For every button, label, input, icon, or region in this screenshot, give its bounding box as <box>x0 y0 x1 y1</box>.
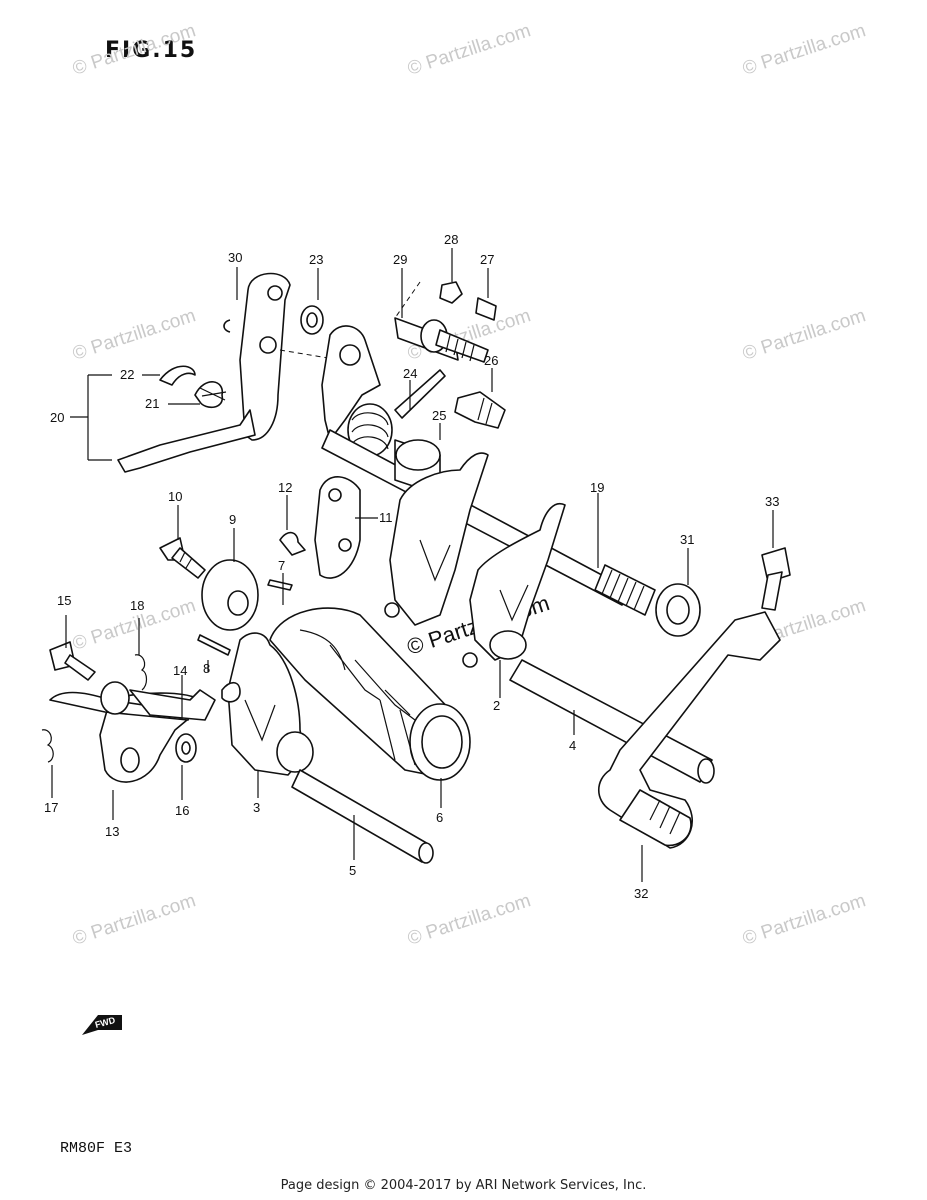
gearshift-cam-6 <box>269 607 471 781</box>
callout-17: 17 <box>44 800 58 815</box>
callout-3: 3 <box>253 800 260 815</box>
cam-driven-gear-9 <box>197 559 293 656</box>
callout-28: 28 <box>444 232 458 247</box>
watermark: © Partzilla.com <box>740 305 868 365</box>
callout-4: 4 <box>569 738 576 753</box>
bolt-26 <box>454 391 506 429</box>
callout-10: 10 <box>168 489 182 504</box>
washer-23 <box>300 305 324 335</box>
callout-16: 16 <box>175 803 189 818</box>
gearshift-arm-assembly <box>41 641 216 783</box>
oil-seal-31 <box>655 583 701 637</box>
callout-25: 25 <box>432 408 446 423</box>
callout-5: 5 <box>349 863 356 878</box>
cam-stopper-assembly <box>321 325 446 457</box>
watermark: © Partzilla.com <box>405 890 533 950</box>
callout-23: 23 <box>309 252 323 267</box>
shift-fork-1 <box>384 452 489 626</box>
callout-14: 14 <box>173 663 187 678</box>
callout-9: 9 <box>229 512 236 527</box>
shift-fork-3 <box>221 632 314 776</box>
leader-lines <box>51 248 774 882</box>
callout-30: 30 <box>228 250 242 265</box>
callout-22: 22 <box>120 367 134 382</box>
callout-26: 26 <box>484 353 498 368</box>
callout-32: 32 <box>634 886 648 901</box>
shift-fork-shaft-5 <box>291 769 434 864</box>
screw-12 <box>279 531 306 556</box>
callout-27: 27 <box>480 252 494 267</box>
callout-7: 7 <box>278 558 285 573</box>
callout-11: 11 <box>379 510 393 525</box>
callout-33: 33 <box>765 494 779 509</box>
callout-21: 21 <box>145 396 159 411</box>
callout-24: 24 <box>403 366 417 381</box>
callout-29: 29 <box>393 252 407 267</box>
shift-fork-2 <box>462 503 566 668</box>
screw-10 <box>159 537 206 579</box>
callout-18: 18 <box>130 598 144 613</box>
fwd-arrow: FWD <box>82 1015 122 1035</box>
callout-31: 31 <box>680 532 694 547</box>
footer-copyright: Page design © 2004-2017 by ARI Network S… <box>280 1178 647 1193</box>
gear-shift-arm-assembly <box>117 272 341 473</box>
callout-8: 8 <box>203 661 210 676</box>
callout-2: 2 <box>493 698 500 713</box>
callout-6: 6 <box>436 810 443 825</box>
callout-13: 13 <box>105 824 119 839</box>
watermark: © Partzilla.com <box>70 20 198 80</box>
callout-19: 19 <box>590 480 604 495</box>
model-code: RM80F E3 <box>60 1140 133 1157</box>
figure-title: FIG.15 <box>105 38 198 63</box>
gearshift-lever-32 <box>597 547 791 849</box>
callout-20: 20 <box>50 410 64 425</box>
watermark: © Partzilla.com <box>405 20 533 80</box>
watermark: © Partzilla.com <box>740 890 868 950</box>
watermark: © Partzilla.com <box>740 20 868 80</box>
callout-labels: 2 3 4 5 6 7 8 9 10 11 12 13 14 15 16 17 … <box>44 232 779 901</box>
shift-shaft-19 <box>321 429 656 616</box>
callout-15: 15 <box>57 593 71 608</box>
watermark: © Partzilla.com <box>70 890 198 950</box>
watermark: © Partzilla.com <box>70 305 198 365</box>
shift-cam-stopper-bolt <box>394 281 497 363</box>
callout-12: 12 <box>278 480 292 495</box>
cam-stopper-plate-11 <box>314 476 361 579</box>
